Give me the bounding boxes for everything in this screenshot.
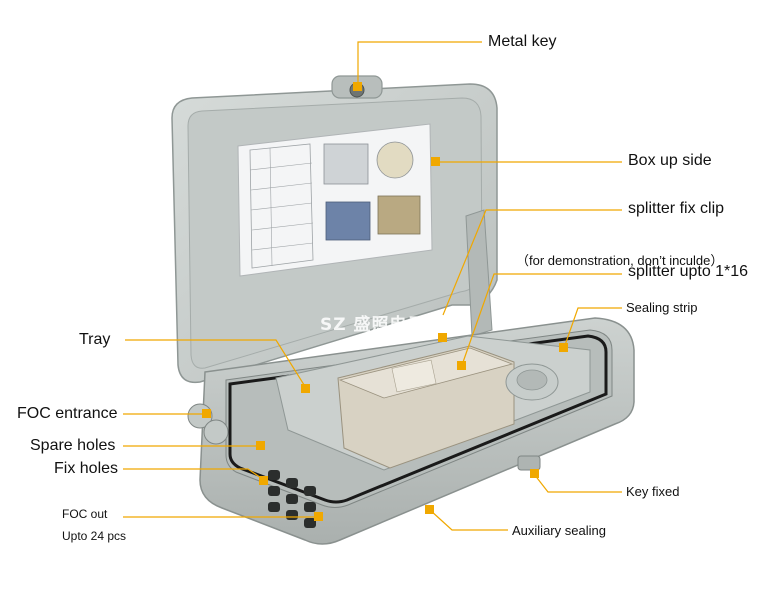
marker-key-fixed xyxy=(530,469,539,478)
label-metal-key: Metal key xyxy=(488,33,557,50)
label-key-fixed: Key fixed xyxy=(626,484,680,499)
label-foc-entrance: FOC entrance xyxy=(17,405,118,422)
marker-fix-holes xyxy=(259,476,268,485)
marker-foc-entrance xyxy=(202,409,211,418)
box-lid xyxy=(171,75,498,384)
label-splitter-fix-clip: splitter fix clip xyxy=(628,200,725,217)
label-foc-out-qty: Upto 24 pcs xyxy=(62,529,127,543)
label-sealing-strip: Sealing strip xyxy=(626,300,698,315)
marker-box-up-side xyxy=(431,157,440,166)
label-auxiliary-sealing: Auxiliary sealing xyxy=(512,523,606,538)
label-spare-holes: Spare holes xyxy=(30,437,116,454)
label-foc-out: FOC out xyxy=(62,507,108,521)
marker-splitter xyxy=(457,361,466,370)
callout-markers xyxy=(202,82,568,521)
watermark: SZ 盛照电子 xyxy=(320,315,426,335)
label-tray: Tray xyxy=(79,331,111,348)
marker-sealing-strip xyxy=(559,343,568,352)
marker-foc-out xyxy=(314,512,323,521)
marker-auxiliary-sealing xyxy=(425,505,434,514)
marker-tray xyxy=(301,384,310,393)
marker-metal-key xyxy=(353,82,362,91)
callout-lines xyxy=(123,41,622,531)
box-base xyxy=(187,317,635,545)
marker-splitter-fix-clip xyxy=(438,333,447,342)
marker-spare-holes xyxy=(256,441,265,450)
label-splitter-upto: splitter upto 1*16 xyxy=(628,263,749,280)
label-fix-holes: Fix holes xyxy=(54,460,119,477)
label-box-up-side: Box up side xyxy=(628,152,712,169)
label-demo-note: （for demonstration, don’t inculde） xyxy=(516,253,724,268)
